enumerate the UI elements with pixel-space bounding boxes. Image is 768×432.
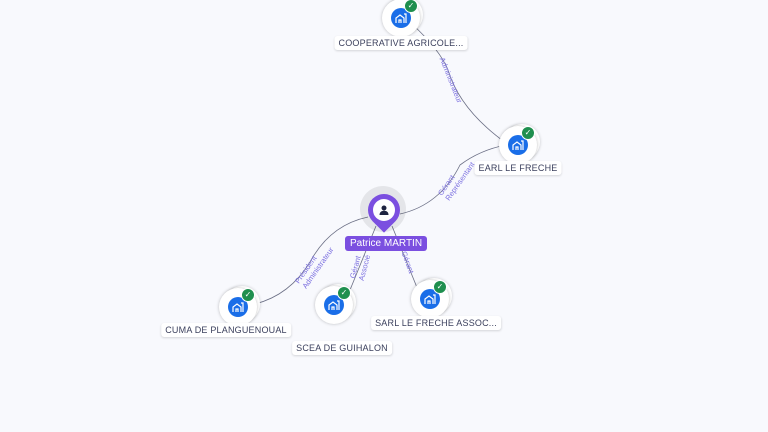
person-node[interactable]: [360, 186, 407, 233]
building-icon: [324, 295, 344, 315]
company-label[interactable]: SARL LE FRECHE ASSOC...: [371, 316, 501, 330]
building-icon: [420, 289, 440, 309]
building-icon: [508, 135, 528, 155]
verified-check-icon: ✓: [404, 0, 418, 13]
company-label[interactable]: EARL LE FRECHE: [474, 161, 562, 175]
company-node-cuma-de-planguenoual[interactable]: ✓: [219, 286, 260, 326]
verified-check-icon: ✓: [337, 286, 351, 300]
verified-check-icon: ✓: [521, 126, 535, 140]
verified-check-icon: ✓: [241, 288, 255, 302]
person-label[interactable]: Patrice MARTIN: [345, 236, 428, 251]
company-label[interactable]: SCEA DE GUIHALON: [292, 341, 392, 355]
edge-person-earl: [399, 144, 507, 215]
person-icon: [373, 199, 395, 221]
company-node-earl-le-freche[interactable]: ✓: [499, 124, 540, 164]
company-node-scea-de-guihalon[interactable]: ✓: [315, 284, 356, 324]
edge-person-cuma: [254, 216, 369, 305]
building-icon: [391, 8, 411, 28]
verified-check-icon: ✓: [433, 280, 447, 294]
company-label[interactable]: COOPERATIVE AGRICOLE...: [334, 36, 468, 50]
company-node-cooperative[interactable]: ✓: [382, 0, 423, 37]
building-icon: [228, 297, 248, 317]
company-label[interactable]: CUMA DE PLANGUENOUAL: [161, 323, 291, 337]
company-node-sarl-le-freche[interactable]: ✓: [411, 278, 452, 318]
